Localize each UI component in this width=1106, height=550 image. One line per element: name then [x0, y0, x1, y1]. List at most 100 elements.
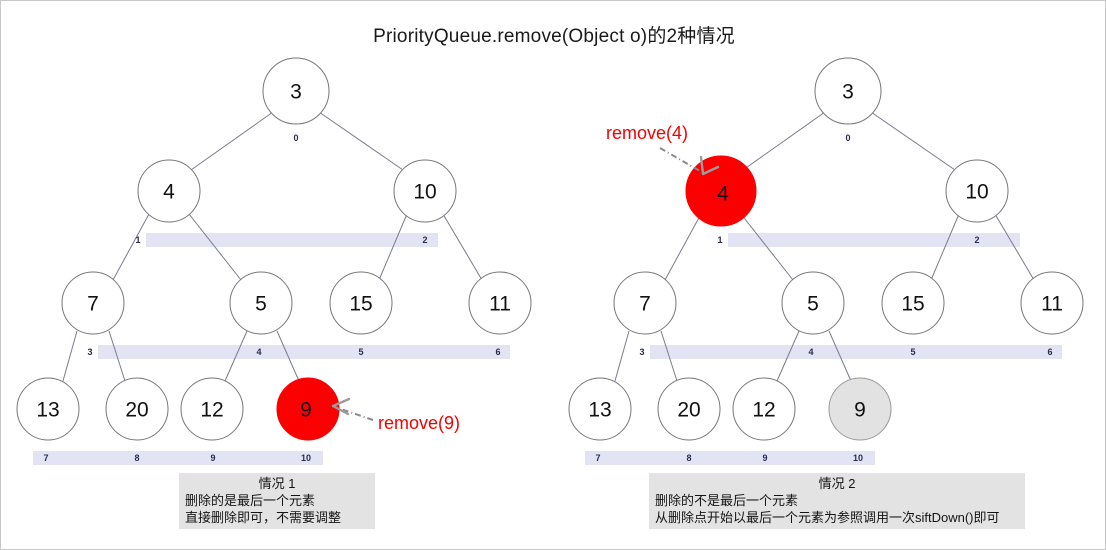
- node-index: 10: [301, 453, 311, 463]
- tree-edge: [828, 330, 852, 382]
- node-index: 2: [422, 235, 427, 245]
- index-bar: [146, 233, 438, 247]
- node-value: 4: [163, 181, 175, 204]
- heap-node-7[interactable]: 13: [568, 377, 632, 441]
- node-index: 9: [210, 453, 215, 463]
- heap-node-5[interactable]: 15: [881, 271, 945, 335]
- index-bar: [33, 451, 323, 465]
- heap-node-2[interactable]: 10: [393, 159, 457, 223]
- heap-node-2[interactable]: 10: [945, 159, 1009, 223]
- tree-edge: [224, 330, 248, 382]
- case-2-index-bars: [585, 233, 1062, 465]
- node-value: 9: [300, 399, 312, 422]
- tree-edge: [870, 111, 956, 171]
- heap-node-8[interactable]: 20: [105, 377, 169, 441]
- node-value: 13: [588, 399, 611, 422]
- heap-node-0[interactable]: 3: [814, 57, 882, 125]
- heap-node-9[interactable]: 12: [732, 377, 796, 441]
- index-bar: [650, 345, 1062, 359]
- node-index: 0: [845, 133, 850, 143]
- heap-node-3[interactable]: 7: [61, 271, 125, 335]
- caption-heading: 情况 2: [818, 476, 856, 491]
- node-index: 0: [293, 133, 298, 143]
- tree-edge: [664, 213, 702, 281]
- heap-node-10-last[interactable]: 9: [828, 377, 892, 441]
- node-index: 10: [853, 453, 863, 463]
- node-value: 10: [413, 181, 436, 204]
- node-index: 6: [1047, 347, 1052, 357]
- node-value: 12: [200, 399, 223, 422]
- heap-node-6[interactable]: 11: [1020, 271, 1084, 335]
- caption-case-1: 情况 1 删除的是最后一个元素 直接删除即可，不需要调整: [179, 473, 375, 529]
- heap-node-9[interactable]: 12: [180, 377, 244, 441]
- node-shape[interactable]: [393, 159, 457, 223]
- node-value: 7: [639, 293, 651, 316]
- node-shape[interactable]: [61, 271, 125, 335]
- node-shape[interactable]: [229, 271, 293, 335]
- caption-case-2: 情况 2 删除的不是最后一个元素 从删除点开始以最后一个元素为参照调用一次sif…: [649, 473, 1025, 529]
- node-index: 2: [974, 235, 979, 245]
- node-value: 20: [125, 399, 148, 422]
- node-shape[interactable]: [1020, 271, 1084, 335]
- node-value: 12: [752, 399, 775, 422]
- heap-node-10-removed[interactable]: 9: [276, 377, 340, 441]
- tree-edge: [742, 111, 826, 171]
- node-index: 4: [808, 347, 813, 357]
- node-value: 10: [965, 181, 988, 204]
- node-shape[interactable]: [137, 159, 201, 223]
- case-2-group: 3 4 10 7 5: [568, 57, 1084, 465]
- node-index: 7: [43, 453, 48, 463]
- node-shape[interactable]: [105, 377, 169, 441]
- node-shape[interactable]: [814, 57, 882, 125]
- node-index: 8: [134, 453, 139, 463]
- tree-edge: [112, 213, 150, 281]
- node-shape[interactable]: [781, 271, 845, 335]
- node-index: 4: [256, 347, 261, 357]
- node-shape[interactable]: [945, 159, 1009, 223]
- heap-node-0[interactable]: 3: [262, 57, 330, 125]
- node-shape[interactable]: [16, 377, 80, 441]
- tree-edge: [776, 330, 800, 382]
- node-shape[interactable]: [568, 377, 632, 441]
- heap-node-4[interactable]: 5: [229, 271, 293, 335]
- node-index: 5: [910, 347, 915, 357]
- node-value: 3: [842, 81, 854, 104]
- remove-callout-case-1: remove(9): [331, 397, 460, 433]
- heap-node-1-removed[interactable]: 4: [685, 155, 757, 227]
- node-shape[interactable]: [180, 377, 244, 441]
- node-shape[interactable]: [468, 271, 532, 335]
- callout-label: remove(4): [606, 123, 688, 143]
- heap-node-7[interactable]: 13: [16, 377, 80, 441]
- node-index: 5: [358, 347, 363, 357]
- tree-edge: [930, 213, 960, 281]
- node-shape[interactable]: [732, 377, 796, 441]
- callout-arrowhead-icon: [699, 155, 720, 176]
- heap-node-6[interactable]: 11: [468, 271, 532, 335]
- tree-edge: [276, 330, 300, 382]
- node-shape[interactable]: [329, 271, 393, 335]
- node-shape[interactable]: [881, 271, 945, 335]
- tree-edge: [188, 213, 242, 281]
- heap-node-1[interactable]: 4: [137, 159, 201, 223]
- case-1-group: 3 4 10 7 5: [16, 57, 532, 465]
- node-shape[interactable]: [613, 271, 677, 335]
- node-shape[interactable]: [657, 377, 721, 441]
- node-value: 7: [87, 293, 99, 316]
- node-value: 9: [854, 399, 866, 422]
- node-shape-dimmed[interactable]: [828, 377, 892, 441]
- case-2-index-labels: 0 1 2 3 4 5 6 7 8 9 10: [595, 133, 1052, 463]
- node-value: 5: [255, 293, 267, 316]
- case-1-edges: [62, 111, 483, 382]
- index-bar: [98, 345, 510, 359]
- heap-node-8[interactable]: 20: [657, 377, 721, 441]
- heap-node-4[interactable]: 5: [781, 271, 845, 335]
- node-index: 8: [686, 453, 691, 463]
- tree-edge: [190, 111, 274, 171]
- tree-edge: [614, 330, 630, 382]
- node-value: 15: [349, 293, 372, 316]
- heap-node-3[interactable]: 7: [613, 271, 677, 335]
- node-shape[interactable]: [262, 57, 330, 125]
- caption-line: 删除的不是最后一个元素: [655, 493, 799, 508]
- heap-node-5[interactable]: 15: [329, 271, 393, 335]
